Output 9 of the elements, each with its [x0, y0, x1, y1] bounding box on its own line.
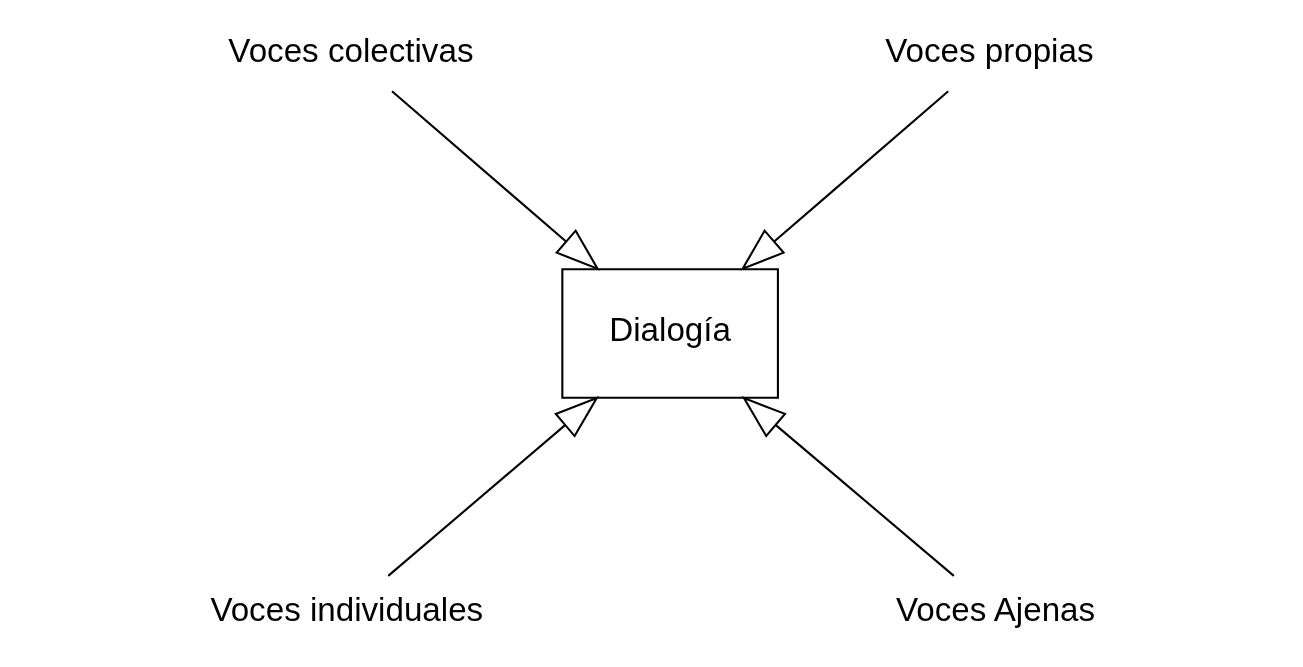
arrow	[390, 90, 600, 271]
node-text: Voces colectivas	[227, 31, 473, 69]
node-box: Dialogía	[560, 268, 779, 399]
node-text: Voces Ajenas	[895, 591, 1095, 629]
arrow	[739, 90, 949, 271]
node-text: Voces propias	[884, 31, 1093, 69]
node-text: Voces individuales	[209, 591, 483, 629]
arrow	[387, 396, 599, 577]
arrow	[741, 396, 954, 577]
